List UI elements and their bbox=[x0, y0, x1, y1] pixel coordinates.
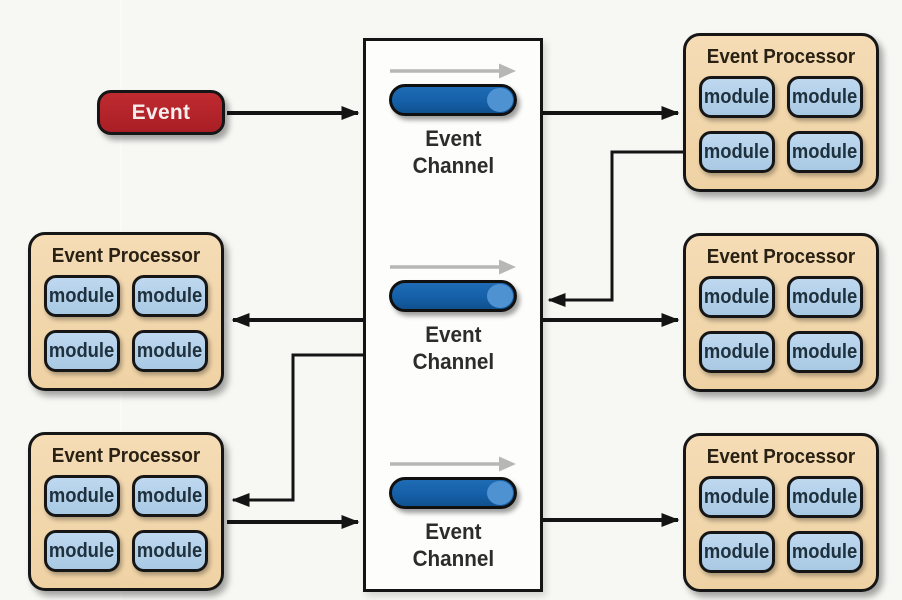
module-box: module bbox=[699, 131, 775, 173]
module-box: module bbox=[44, 475, 120, 517]
module-grid: module module module module bbox=[686, 276, 876, 373]
event-processor-bottom-right: Event Processor module module module mod… bbox=[683, 433, 879, 592]
event-channel-1: Event Channel bbox=[366, 62, 540, 179]
arrow-channel-box-to-processor-bottom-left bbox=[231, 353, 363, 507]
module-box: module bbox=[699, 331, 775, 373]
module-box: module bbox=[787, 76, 863, 118]
module-grid: module module module module bbox=[31, 475, 221, 572]
event-channel-3: Event Channel bbox=[366, 455, 540, 572]
pill-highlight bbox=[487, 88, 513, 112]
event-channel-label: Event Channel bbox=[412, 126, 494, 178]
arrow-processor-top-right-to-channel-2 bbox=[547, 150, 683, 307]
processor-title: Event Processor bbox=[51, 445, 201, 467]
flow-arrow-icon bbox=[390, 259, 516, 275]
module-box: module bbox=[787, 131, 863, 173]
module-box: module bbox=[699, 476, 775, 518]
module-grid: module module module module bbox=[686, 76, 876, 173]
event-channel-pill bbox=[389, 84, 517, 116]
module-box: module bbox=[44, 275, 120, 317]
processor-title: Event Processor bbox=[706, 46, 856, 68]
module-box: module bbox=[132, 530, 208, 572]
event-channel-2: Event Channel bbox=[366, 258, 540, 375]
processor-title: Event Processor bbox=[706, 246, 856, 268]
event-processor-bottom-left: Event Processor module module module mod… bbox=[28, 432, 224, 591]
event-channel-label: Event Channel bbox=[412, 322, 494, 374]
event-channel-container: Event Channel Event Channel Event bbox=[363, 38, 543, 592]
event-channel-label: Event Channel bbox=[412, 519, 494, 571]
module-box: module bbox=[787, 531, 863, 573]
event-processor-mid-left: Event Processor module module module mod… bbox=[28, 232, 224, 391]
module-box: module bbox=[787, 476, 863, 518]
module-box: module bbox=[699, 276, 775, 318]
module-box: module bbox=[132, 475, 208, 517]
flow-arrow-icon bbox=[390, 456, 516, 472]
pill-highlight bbox=[487, 284, 513, 308]
module-box: module bbox=[699, 531, 775, 573]
pill-highlight bbox=[487, 481, 513, 505]
event-channel-pill bbox=[389, 477, 517, 509]
event-node-label: Event bbox=[131, 100, 191, 124]
module-box: module bbox=[787, 331, 863, 373]
flow-arrow-icon bbox=[390, 63, 516, 79]
event-channel-pill bbox=[389, 280, 517, 312]
processor-title: Event Processor bbox=[51, 245, 201, 267]
event-processor-mid-right: Event Processor module module module mod… bbox=[683, 233, 879, 392]
module-grid: module module module module bbox=[686, 476, 876, 573]
module-box: module bbox=[44, 530, 120, 572]
event-node: Event bbox=[97, 90, 225, 135]
module-box: module bbox=[699, 76, 775, 118]
module-box: module bbox=[132, 330, 208, 372]
processor-title: Event Processor bbox=[706, 446, 856, 468]
module-box: module bbox=[44, 330, 120, 372]
module-box: module bbox=[132, 275, 208, 317]
event-processor-top-right: Event Processor module module module mod… bbox=[683, 33, 879, 192]
module-box: module bbox=[787, 276, 863, 318]
module-grid: module module module module bbox=[31, 275, 221, 372]
